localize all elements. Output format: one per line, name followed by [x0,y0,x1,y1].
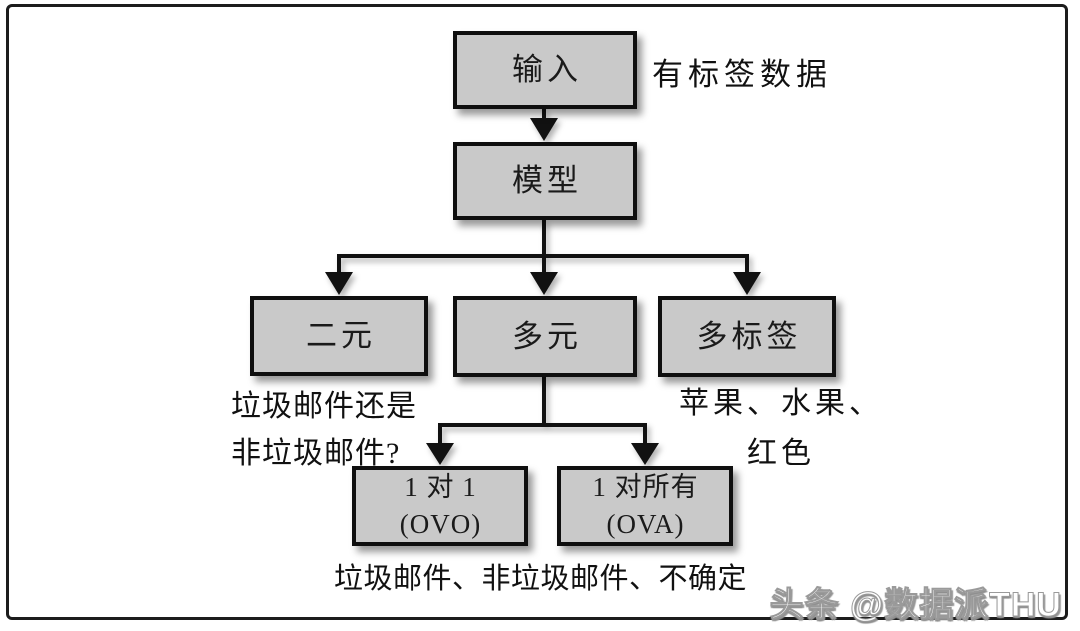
node-multiclass: 多元 [453,296,637,377]
arrowhead-model [530,118,558,141]
annotation-labeled-data: 有标签数据 [652,57,832,92]
node-multilabel: 多标签 [658,296,836,377]
node-multiclass-label: 多元 [512,318,582,354]
node-model: 模型 [453,142,637,220]
node-ovo-line1: 1 对 1 [404,472,477,502]
node-input-label: 输入 [512,52,582,88]
watermark-toutiao: 头条 @数据派THU [769,586,1062,625]
annotation-binary-line2: 非垃圾邮件? [231,437,401,470]
diagram-border [6,4,1068,620]
arrowhead-ovo [426,443,454,465]
node-multilabel-label: 多标签 [696,318,802,354]
node-ova-line1: 1 对所有 [592,472,699,502]
annotation-multilabel-example: 苹果、水果、 红色 [655,379,907,479]
annotation-multilabel-line2: 红色 [747,437,815,470]
annotation-binary-example: 垃圾邮件还是 非垃圾邮件? [231,383,417,477]
annotation-binary-line1: 垃圾邮件还是 [231,390,417,423]
arrowhead-binary [325,272,353,295]
annotation-multiclass-example: 垃圾邮件、非垃圾邮件、不确定 [334,563,748,595]
node-binary: 二元 [250,296,428,376]
arrowhead-multilabel [733,272,761,295]
node-one-vs-one: 1 对 1 (OVO) [352,466,528,546]
node-binary-label: 二元 [306,318,376,354]
node-ovo-line2: (OVO) [399,509,482,539]
node-input: 输入 [453,31,637,109]
node-model-label: 模型 [512,163,582,199]
annotation-multilabel-line1: 苹果、水果、 [679,387,883,420]
node-ova-line2: (OVA) [606,509,685,539]
arrowhead-ova [631,443,659,465]
arrowhead-multiclass [530,272,558,295]
node-one-vs-all: 1 对所有 (OVA) [557,466,733,546]
